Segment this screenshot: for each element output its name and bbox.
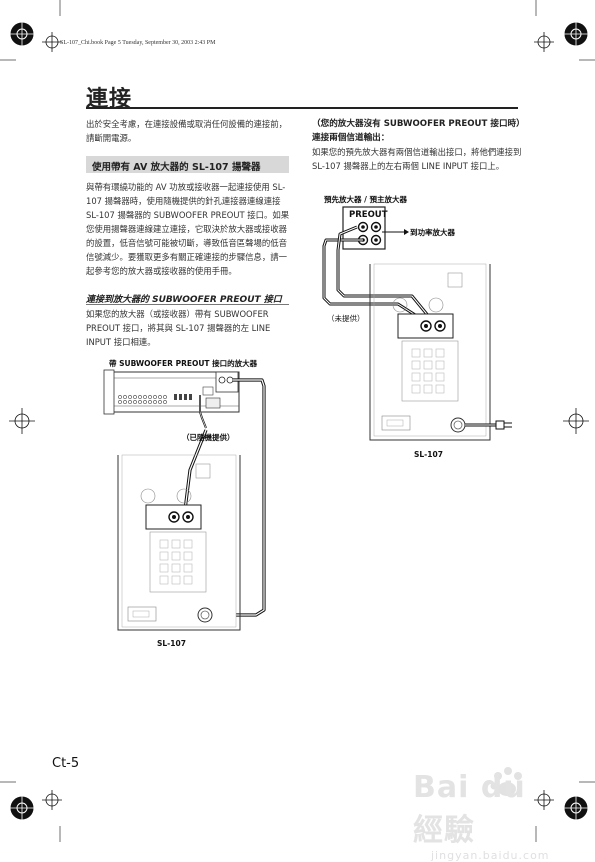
right-connection-diagram [322, 206, 512, 441]
right-heading: （您的放大器沒有 SUBWOOFER PREOUT 接口時）連接兩個信道輸出： [312, 119, 521, 143]
registration-mark-bottom-left [4, 790, 40, 826]
watermark-url: jingyan.baidu.com [431, 849, 550, 862]
registration-mark-bottom-small-right [534, 790, 554, 810]
amplifier-illustration [103, 369, 240, 415]
page-graphics [0, 0, 595, 842]
file-header-line: SL-107_Chi.book Page 5 Tuesday, Septembe… [60, 40, 216, 46]
registration-mark-bottom-right [558, 790, 594, 826]
section-body-paragraph: 與帶有環繞功能的 AV 功放或接收器一起連接使用 SL-107 揚聲器時，使用隨… [86, 182, 290, 276]
left-unit-label: SL-107 [157, 639, 186, 648]
left-figure-caption: 帶 SUBWOOFER PREOUT 接口的放大器 [109, 359, 258, 368]
sub-heading-rule [86, 304, 289, 305]
right-body-paragraph: 如果您的預先放大器有兩個信道輸出接口，將他們連接到 SL-107 揚聲器上的左右… [312, 147, 522, 171]
left-connection-diagram [103, 369, 266, 631]
right-unit-label: SL-107 [414, 450, 443, 459]
subwoofer-rear-panel-left [117, 454, 241, 631]
section-heading: 使用帶有 AV 放大器的 SL-107 揚聲器 [92, 162, 261, 173]
baidu-paw-logo [490, 767, 522, 796]
page-number: Ct-5 [52, 756, 80, 771]
sub-body-paragraph: 如果您的放大器（或接收器）帶有 SUBWOOFER PREOUT 接口，將其與 … [86, 309, 271, 347]
registration-mark-top-right [558, 16, 594, 52]
registration-mark-top-small-left [42, 32, 62, 52]
watermark-main: Bai du 經驗 [413, 770, 526, 848]
sub-heading: 連接到放大器的 SUBWOOFER PREOUT 接口 [86, 295, 282, 305]
right-cable-label: （未提供） [327, 314, 365, 323]
watermark: Bai du 經驗 jingyan.baidu.com [413, 770, 553, 862]
to-power-amp-label: 到功率放大器 [410, 228, 455, 237]
registration-mark-bottom-small-left [42, 790, 62, 810]
registration-mark-top-small-right [534, 32, 554, 52]
right-amp-label: 預先放大器 / 預主放大器 [324, 195, 407, 204]
left-cable-label: （已隨機提供） [182, 433, 235, 442]
title-rule [86, 107, 518, 109]
registration-mark-mid-right [563, 408, 589, 434]
registration-mark-mid-left [9, 408, 35, 434]
preamp-preout-panel [342, 206, 409, 250]
crop-ticks [0, 0, 595, 842]
intro-paragraph: 出於安全考慮，在連接設備或取消任何設備的連接前，請斷開電源。 [86, 119, 287, 143]
registration-mark-top-left [4, 16, 40, 52]
subwoofer-rear-panel-right [369, 263, 512, 441]
section-heading-bar [86, 156, 289, 173]
preout-label: PREOUT [349, 210, 388, 220]
